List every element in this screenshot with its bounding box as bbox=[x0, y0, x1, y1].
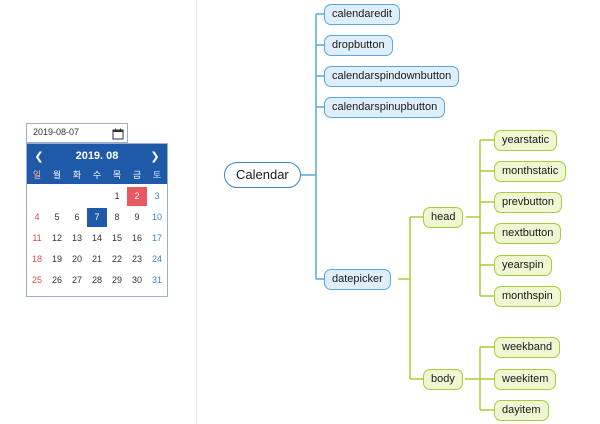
day-item[interactable]: 23 bbox=[131, 254, 142, 264]
weekday-label: 토 bbox=[152, 170, 162, 180]
weekday-label: 금 bbox=[132, 170, 142, 180]
weekday-label: 화 bbox=[72, 170, 82, 180]
day-item[interactable]: 22 bbox=[111, 254, 122, 264]
day-item[interactable]: 5 bbox=[54, 212, 60, 222]
day-item[interactable]: 24 bbox=[151, 254, 162, 264]
node-yearstatic: yearstatic bbox=[494, 130, 558, 151]
connector-body-branches bbox=[480, 346, 494, 411]
node-weekitem: weekitem bbox=[494, 369, 557, 390]
day-item[interactable]: 21 bbox=[91, 254, 102, 264]
connector-level1-branches bbox=[316, 13, 324, 280]
chevron-left-icon[interactable]: ❮ bbox=[34, 150, 44, 163]
node-body: body bbox=[423, 369, 463, 390]
node-weekband: weekband bbox=[494, 337, 561, 358]
day-item[interactable]: 18 bbox=[31, 254, 42, 264]
node-dropbutton: dropbutton bbox=[324, 35, 393, 56]
panel-divider bbox=[196, 0, 197, 424]
day-item[interactable]: 29 bbox=[111, 275, 122, 285]
day-item[interactable]: 10 bbox=[151, 212, 162, 222]
node-prevbutton: prevbutton bbox=[494, 192, 562, 213]
day-item[interactable]: 16 bbox=[131, 233, 142, 243]
day-item[interactable]: 13 bbox=[71, 233, 82, 243]
calendar-edit-value: 2019-08-07 bbox=[33, 127, 80, 137]
day-item[interactable]: 11 bbox=[32, 233, 42, 243]
day-item[interactable]: 9 bbox=[134, 212, 140, 222]
day-item[interactable]: 27 bbox=[71, 275, 82, 285]
node-calendar: Calendar bbox=[224, 162, 301, 188]
day-item[interactable]: 4 bbox=[34, 212, 40, 222]
weekday-label: 월 bbox=[52, 170, 62, 180]
node-nextbutton: nextbutton bbox=[494, 223, 562, 244]
day-item[interactable]: 1 bbox=[114, 191, 120, 201]
node-calendarspindownbutton: calendarspindownbutton bbox=[324, 66, 460, 87]
day-item[interactable]: 12 bbox=[51, 233, 62, 243]
calendar-drop-button[interactable] bbox=[111, 126, 125, 140]
chevron-right-icon[interactable]: ❯ bbox=[150, 150, 160, 163]
node-calendarspinupbutton: calendarspinupbutton bbox=[324, 97, 446, 118]
day-item[interactable]: 7 bbox=[87, 208, 107, 227]
node-calendaredit: calendaredit bbox=[324, 4, 400, 25]
node-yearspin: yearspin bbox=[494, 255, 552, 276]
day-item[interactable]: 6 bbox=[74, 212, 80, 222]
day-item[interactable]: 30 bbox=[131, 275, 142, 285]
day-item[interactable]: 26 bbox=[51, 275, 62, 285]
year-month-label: 2019. 08 bbox=[75, 150, 119, 162]
day-item[interactable]: 3 bbox=[154, 191, 160, 201]
weekday-label: 일 bbox=[32, 170, 42, 180]
node-monthspin: monthspin bbox=[494, 286, 561, 307]
weekday-label: 목 bbox=[112, 170, 122, 180]
day-item[interactable]: 28 bbox=[91, 275, 102, 285]
node-monthstatic: monthstatic bbox=[494, 161, 567, 182]
day-item[interactable]: 31 bbox=[151, 275, 162, 285]
weekday-label: 수 bbox=[92, 170, 102, 180]
node-dayitem: dayitem bbox=[494, 400, 549, 421]
day-item[interactable]: 15 bbox=[111, 233, 122, 243]
connector-head-branches bbox=[480, 139, 494, 297]
day-item[interactable]: 19 bbox=[51, 254, 62, 264]
node-head: head bbox=[423, 207, 464, 228]
day-item[interactable]: 14 bbox=[91, 233, 102, 243]
day-item[interactable]: 2 bbox=[127, 187, 147, 206]
connector-level2-branches bbox=[410, 216, 423, 380]
day-item[interactable]: 25 bbox=[31, 275, 42, 285]
day-item[interactable]: 20 bbox=[71, 254, 82, 264]
calendar-edit[interactable]: 2019-08-07 bbox=[26, 123, 128, 143]
calendar-icon bbox=[112, 128, 124, 140]
node-datepicker: datepicker bbox=[324, 269, 391, 290]
day-item[interactable]: 17 bbox=[151, 233, 162, 243]
day-item[interactable]: 8 bbox=[114, 212, 120, 222]
